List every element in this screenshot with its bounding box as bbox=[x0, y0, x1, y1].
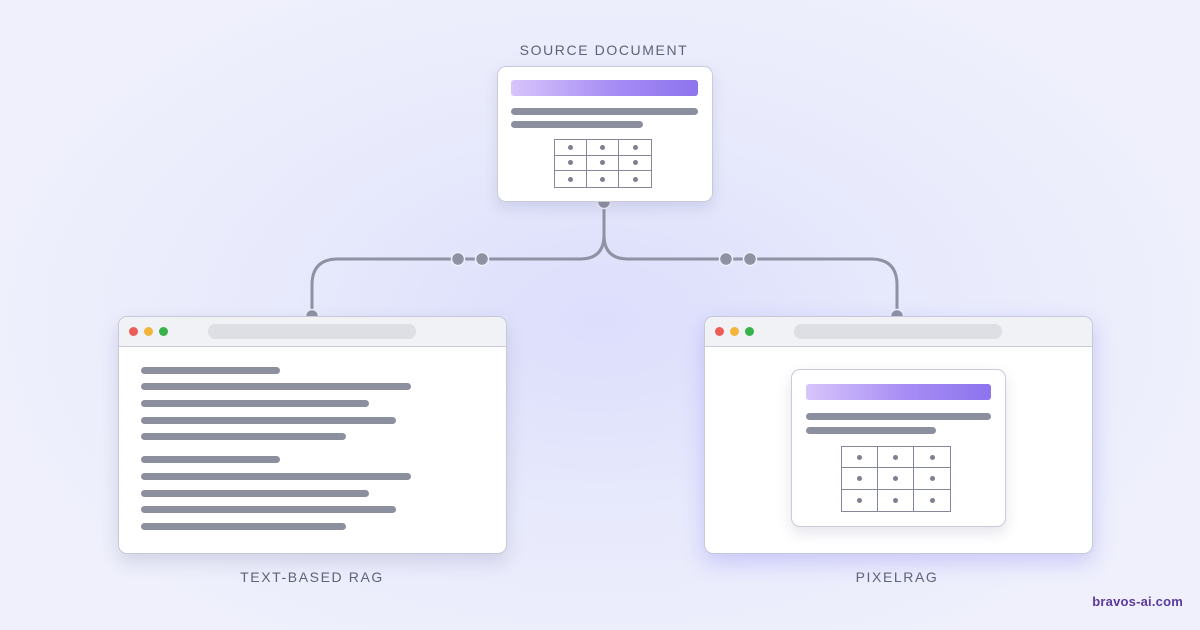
text-line bbox=[141, 367, 280, 374]
text-line bbox=[141, 383, 411, 390]
connector-node-left-a bbox=[450, 251, 466, 267]
table-cell bbox=[555, 171, 587, 187]
text-line bbox=[141, 456, 280, 463]
document-heading-bar bbox=[511, 80, 698, 96]
embedded-document-image bbox=[791, 369, 1006, 527]
window-titlebar bbox=[119, 317, 506, 347]
table-cell bbox=[619, 171, 651, 187]
connector-node-right-a bbox=[718, 251, 734, 267]
table-cell bbox=[914, 468, 950, 490]
table-cell bbox=[619, 140, 651, 156]
table-cell bbox=[555, 155, 587, 172]
table-cell bbox=[842, 468, 878, 490]
connector-node-right-b bbox=[742, 251, 758, 267]
window-titlebar bbox=[705, 317, 1092, 347]
table-cell bbox=[587, 155, 619, 172]
document-text-line bbox=[806, 413, 991, 420]
table-cell bbox=[842, 489, 878, 511]
table-cell bbox=[587, 171, 619, 187]
document-table bbox=[841, 446, 951, 512]
text-line bbox=[141, 490, 369, 497]
document-text-line bbox=[511, 121, 643, 128]
table-cell bbox=[878, 447, 914, 469]
text-line bbox=[141, 523, 346, 530]
connector-node-left-b bbox=[474, 251, 490, 267]
document-heading-bar bbox=[806, 384, 991, 400]
brand-watermark: bravos-ai.com bbox=[1092, 594, 1183, 609]
table-cell bbox=[878, 468, 914, 490]
maximize-dot-icon bbox=[159, 327, 168, 336]
table-cell bbox=[842, 447, 878, 469]
pixelrag-label: PIXELRAG bbox=[855, 569, 939, 585]
table-cell bbox=[587, 140, 619, 156]
text-line bbox=[141, 433, 346, 440]
maximize-dot-icon bbox=[745, 327, 754, 336]
table-cell bbox=[914, 490, 950, 511]
text-based-rag-label: TEXT-BASED RAG bbox=[240, 569, 384, 585]
table-cell bbox=[555, 140, 587, 156]
pixelrag-window bbox=[704, 316, 1093, 554]
minimize-dot-icon bbox=[144, 327, 153, 336]
text-line bbox=[141, 400, 369, 407]
text-line bbox=[141, 417, 396, 424]
source-document-label: SOURCE DOCUMENT bbox=[519, 42, 689, 58]
address-bar bbox=[794, 324, 1002, 339]
text-line bbox=[141, 473, 411, 480]
document-text-line bbox=[806, 427, 936, 434]
text-rag-window bbox=[118, 316, 507, 554]
table-cell bbox=[878, 489, 914, 511]
source-document-card bbox=[497, 66, 713, 202]
close-dot-icon bbox=[129, 327, 138, 336]
document-text-line bbox=[511, 108, 698, 115]
table-cell bbox=[914, 447, 950, 469]
minimize-dot-icon bbox=[730, 327, 739, 336]
text-line bbox=[141, 506, 396, 513]
address-bar bbox=[208, 324, 416, 339]
table-cell bbox=[619, 156, 651, 172]
close-dot-icon bbox=[715, 327, 724, 336]
document-table bbox=[554, 139, 652, 188]
